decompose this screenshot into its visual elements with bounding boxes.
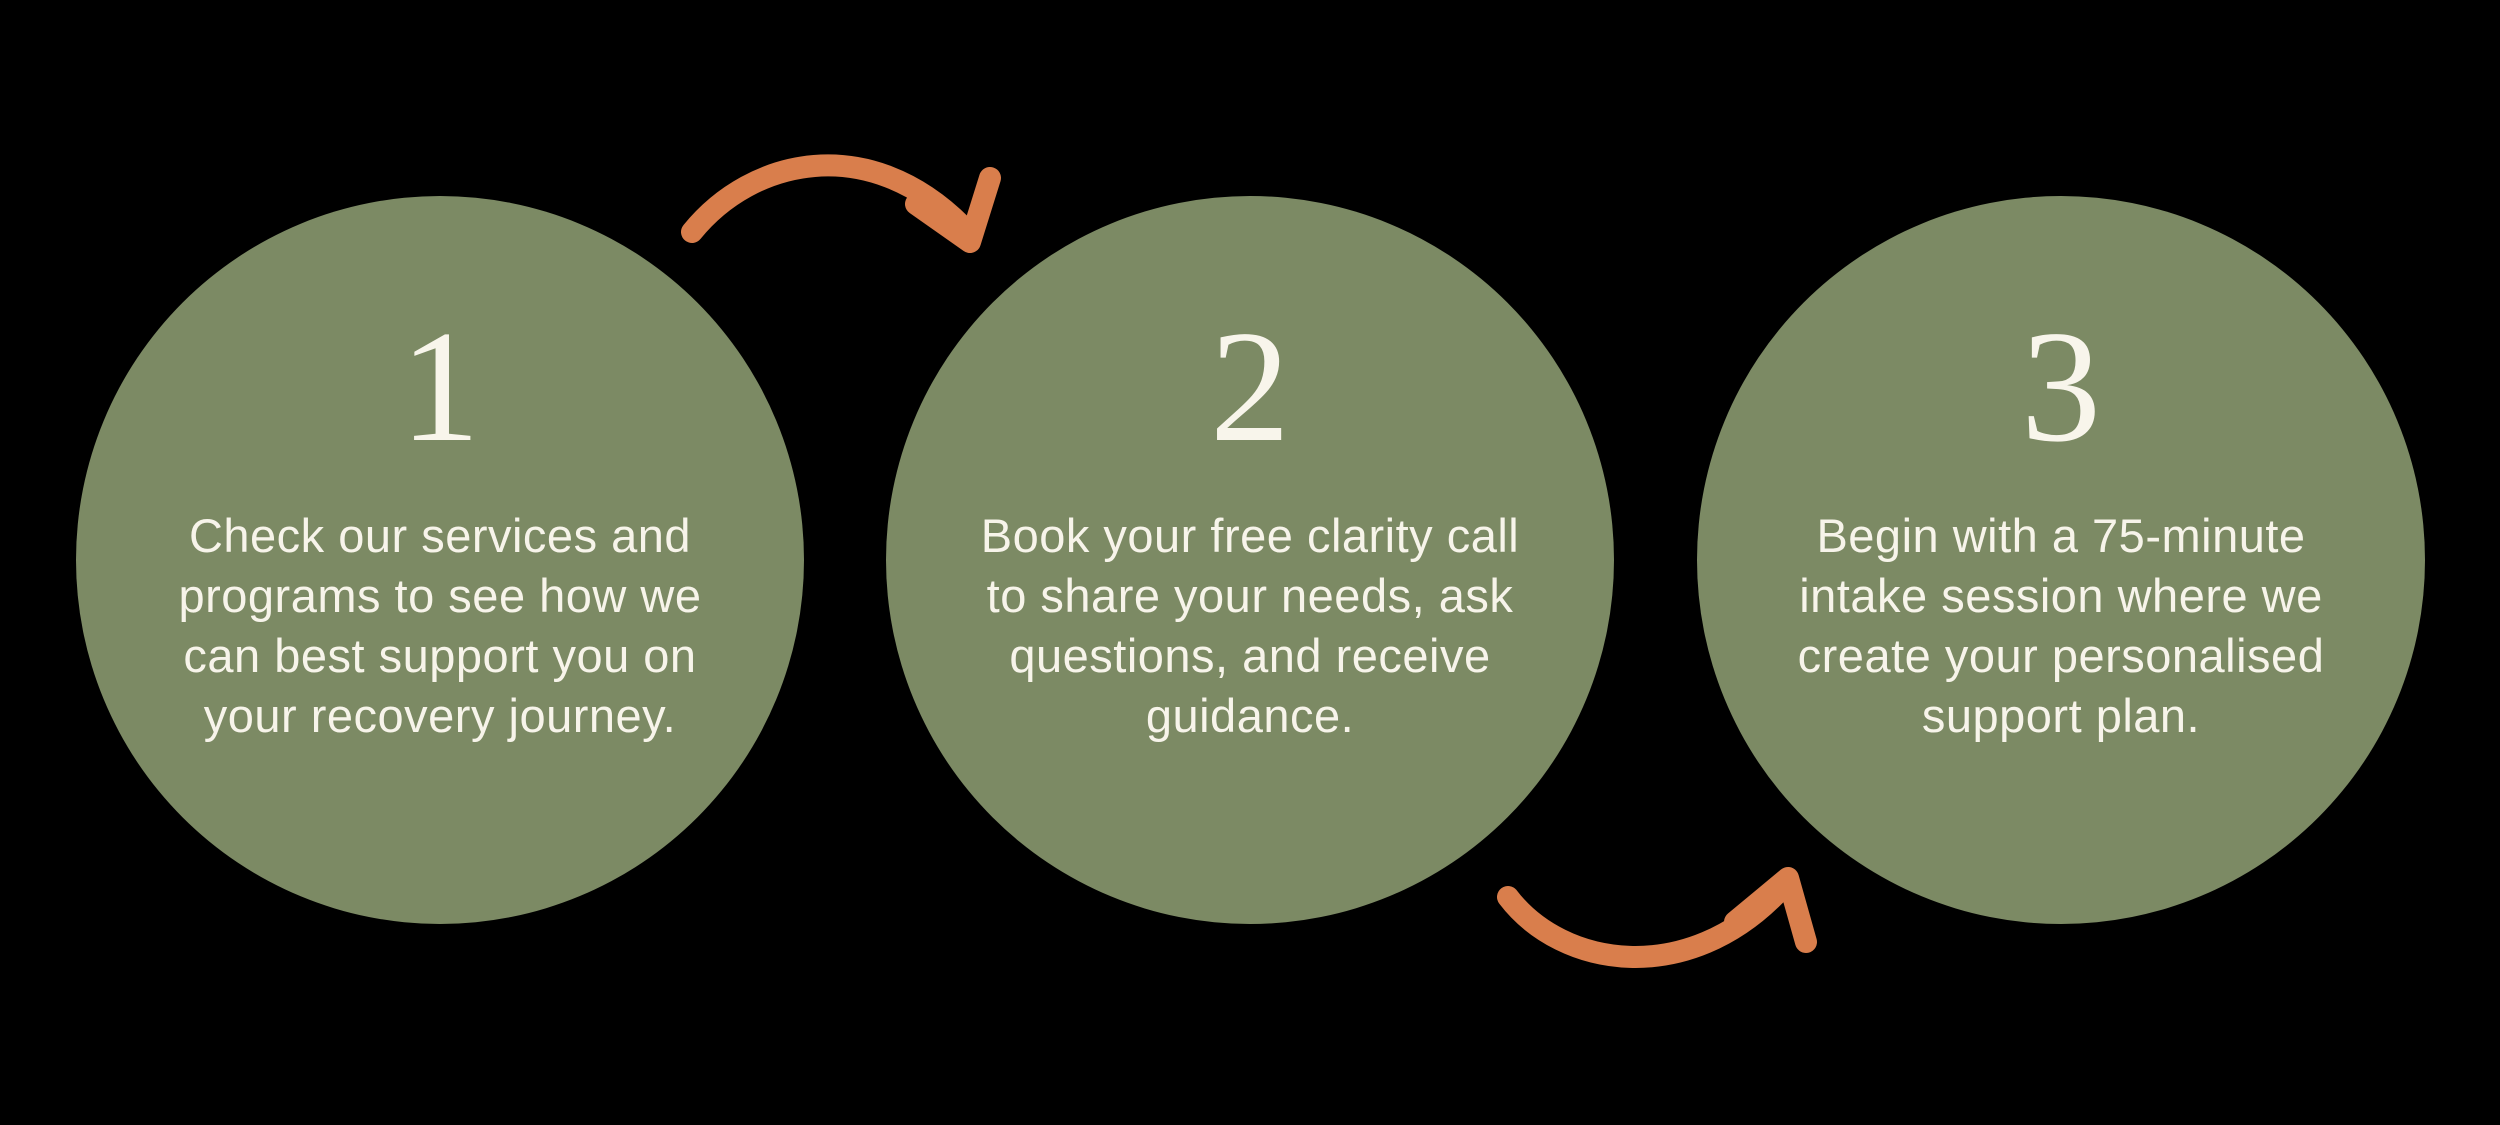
step-2-circle: 2 Book your free clarity call to share y… [886, 196, 1614, 924]
step-3-description: Begin with a 75-minute intake session wh… [1797, 509, 2325, 742]
step-3-circle: 3 Begin with a 75-minute intake session … [1697, 196, 2425, 924]
curved-arrow-step1-to-step2-icon [681, 154, 973, 243]
curved-arrow-step2-to-step3-head-icon [1724, 867, 1817, 953]
step-2-description: Book your free clarity call to share you… [980, 509, 1520, 742]
curved-arrow-step1-to-step2-head-icon [905, 167, 1001, 253]
step-1-number: 1 [400, 297, 480, 475]
step-1-description: Check our services and programs to see h… [178, 509, 702, 742]
step-3-number: 3 [2021, 297, 2101, 475]
step-2-number: 2 [1210, 297, 1290, 475]
step-1-circle: 1 Check our services and programs to see… [76, 196, 804, 924]
